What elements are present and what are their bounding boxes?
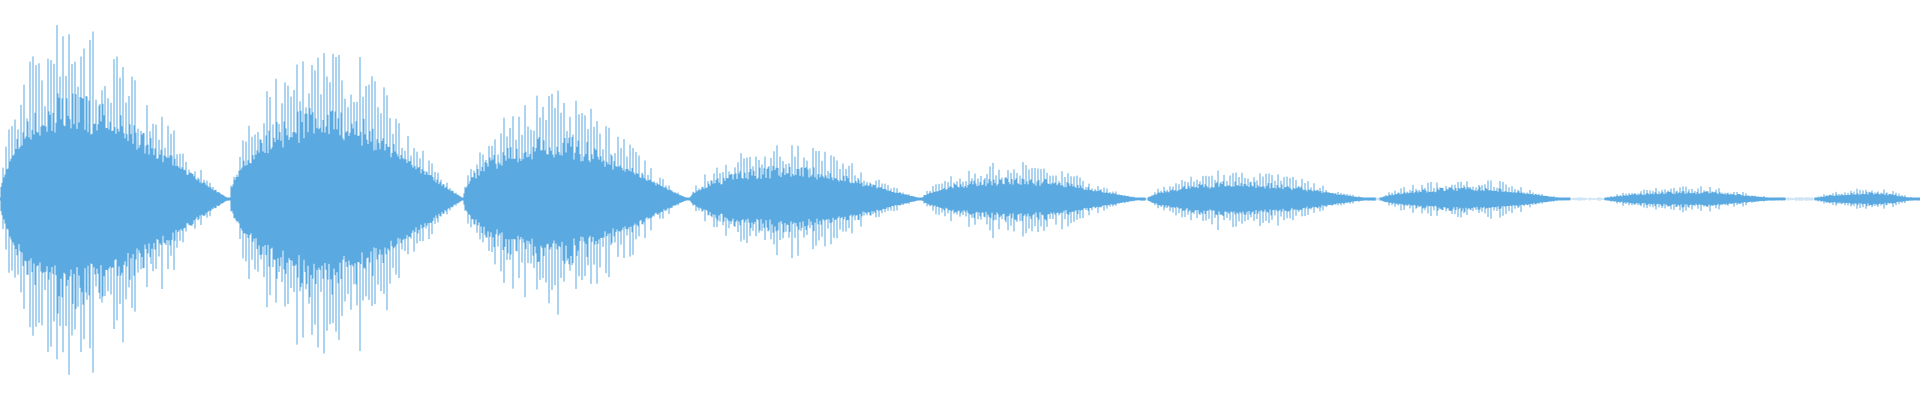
waveform-burst-core xyxy=(1147,185,1376,213)
waveform-burst-core xyxy=(0,118,231,280)
waveform-burst-1 xyxy=(0,25,231,375)
waveform-burst-8 xyxy=(1604,186,1786,213)
waveform-burst-2 xyxy=(229,53,466,354)
waveform-burst-3 xyxy=(462,90,691,315)
waveform-burst-6 xyxy=(1147,170,1376,231)
waveform-burst-core xyxy=(462,149,691,249)
waveform-burst-7 xyxy=(1379,180,1571,219)
waveform-burst-core xyxy=(1814,193,1920,205)
waveform-burst-core xyxy=(689,173,926,225)
waveform-burst-9 xyxy=(1814,188,1920,209)
waveform-burst-core xyxy=(921,182,1146,216)
waveform-burst-5 xyxy=(921,162,1146,239)
waveform-burst-core xyxy=(1379,189,1571,209)
waveform-burst-core xyxy=(229,127,466,271)
waveform-burst-core xyxy=(1604,193,1786,205)
waveform-burst-4 xyxy=(689,145,926,259)
